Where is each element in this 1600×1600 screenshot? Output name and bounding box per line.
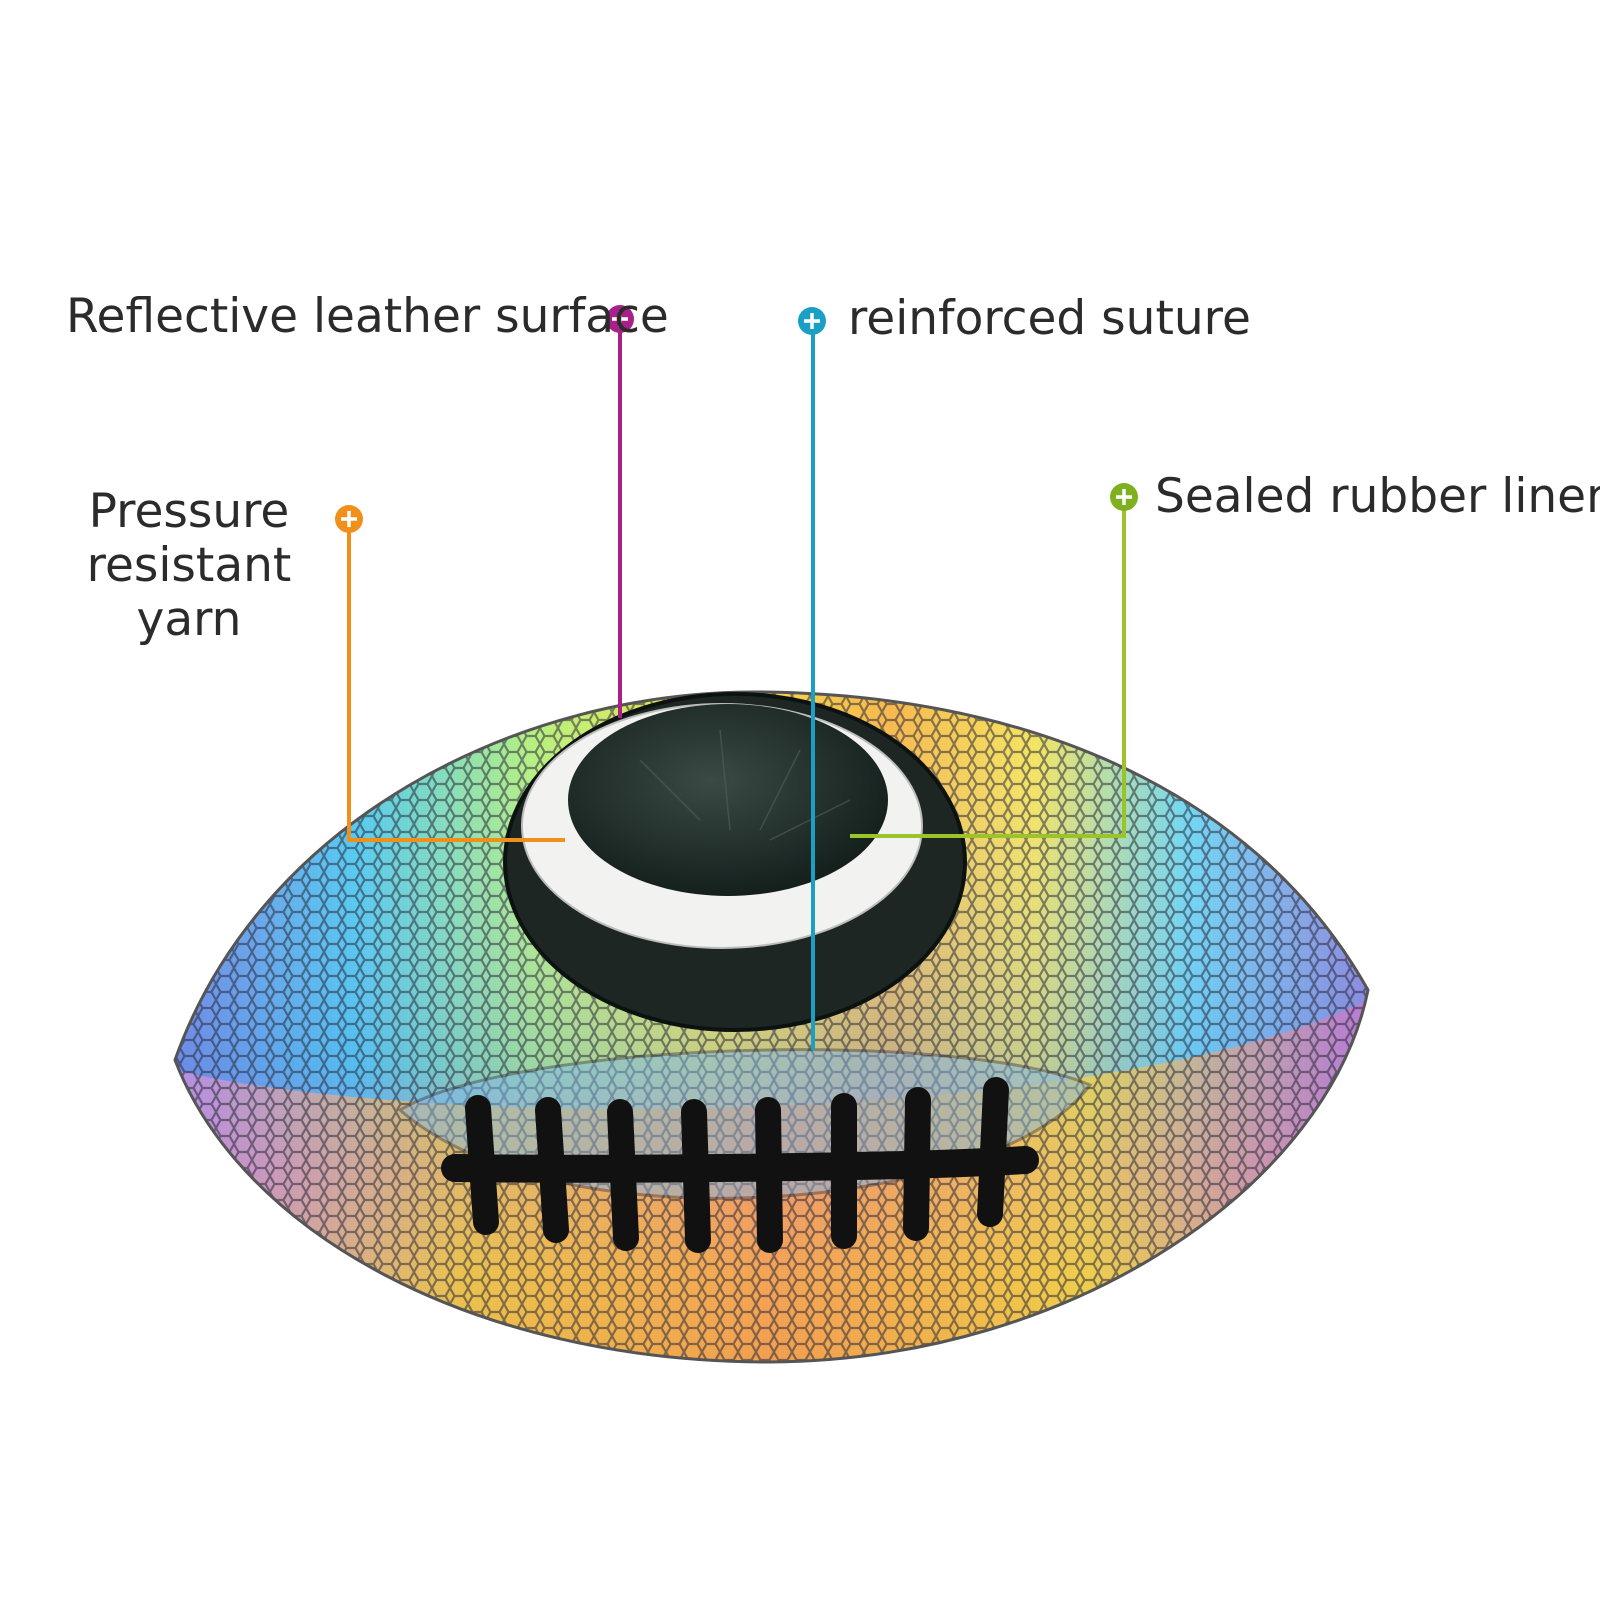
pressure-resistant-yarn-label: Pressure resistant yarn (44, 484, 334, 648)
leader-lines (347, 320, 1126, 1050)
cutaway-layers (503, 692, 967, 1032)
reinforced-suture-label: reinforced suture (848, 291, 1251, 346)
yarn-label-line-1: Pressure (88, 484, 290, 539)
laces (441, 1077, 1039, 1253)
plus-circle-icon (606, 305, 634, 333)
sealed-rubber-liner-label: Sealed rubber liner (1155, 469, 1600, 524)
plus-circle-icon (798, 307, 826, 335)
plus-circle-icon (1110, 483, 1138, 511)
yarn-label-line-2: resistant yarn (86, 538, 292, 648)
reflective-leather-surface-label: Reflective leather surface (66, 289, 669, 344)
plus-circle-icon (335, 505, 363, 533)
yarn-leader-line (347, 519, 565, 842)
liner-leader-line (850, 498, 1126, 838)
